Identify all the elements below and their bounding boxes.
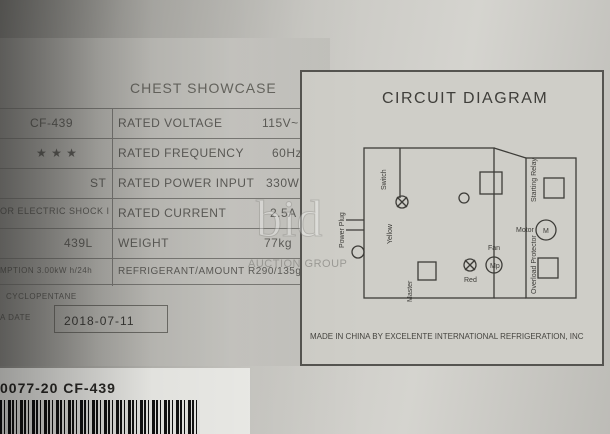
red-lamp-icon xyxy=(463,258,477,272)
spec-row: CYCLOPENTANE xyxy=(0,284,300,313)
made-in-text: MADE IN CHINA BY EXCELENTE INTERNATIONAL… xyxy=(310,332,584,341)
label-yellow: Yellow xyxy=(387,223,394,244)
spec-label: REFRIGERANT/AMOUNT xyxy=(118,266,245,277)
label-overload-protector: Overload Protector xyxy=(531,235,538,294)
relay-icon xyxy=(479,171,503,195)
date-box xyxy=(54,305,168,333)
overload-protector-icon xyxy=(537,257,559,279)
label-fan: Fan xyxy=(488,245,500,252)
spec-row: OR ELECTRIC SHOCK I RATED CURRENT 2.5A xyxy=(0,198,300,227)
spec-value: 60Hz xyxy=(272,146,303,160)
label-motor: Motor xyxy=(516,227,535,234)
compressor-loop xyxy=(525,157,577,299)
spec-row: CF-439 RATED VOLTAGE 115V~ xyxy=(0,108,300,137)
spec-left: 439L xyxy=(64,236,93,250)
nameplate-panel xyxy=(0,38,330,366)
spec-row: A DATE xyxy=(0,306,300,334)
label-switch: Switch xyxy=(381,169,388,190)
spec-row: ★ ★ ★ RATED FREQUENCY 60Hz xyxy=(0,138,303,167)
label-m: M xyxy=(543,228,549,235)
spec-row: ST RATED POWER INPUT 330W xyxy=(0,168,300,197)
spec-label: WEIGHT xyxy=(118,236,169,250)
fan-motor-icon xyxy=(485,256,503,274)
ground-icon xyxy=(351,245,365,259)
spec-row: 439L WEIGHT 77kg xyxy=(0,228,300,257)
spec-left: ★ ★ ★ xyxy=(36,146,78,160)
spec-label: RATED POWER INPUT xyxy=(118,176,255,190)
watermark-text: AUCTION GROUP xyxy=(248,258,348,270)
manufacture-date: 2018-07-11 xyxy=(64,314,135,328)
spec-value: 330W xyxy=(266,176,300,190)
watermark-logo: bid xyxy=(256,191,323,249)
label-red: Red xyxy=(464,277,477,284)
label-master: Master xyxy=(407,280,414,302)
spec-left: MPTION 3.00kW h/24h xyxy=(0,266,93,275)
spec-row: MPTION 3.00kW h/24h REFRIGERANT/AMOUNT R… xyxy=(0,258,302,287)
date-label: A DATE xyxy=(0,313,31,322)
lamp-icon xyxy=(395,195,409,209)
spec-label: RATED FREQUENCY xyxy=(118,146,244,160)
spec-label: RATED CURRENT xyxy=(118,206,227,220)
label-starting-relay: Starting Relay xyxy=(531,158,538,202)
column-divider xyxy=(112,108,113,286)
spec-value: 77kg xyxy=(264,236,293,250)
circuit-diagram-panel: CIRCUIT DIAGRAM MADE IN CHINA BY EXCELEN… xyxy=(300,70,604,366)
master-switch-icon xyxy=(417,261,437,281)
spec-left: ST xyxy=(90,176,107,190)
circuit-schematic: Power Plug Switch Yellow Master Red Fan … xyxy=(339,147,577,302)
spec-left: CF-439 xyxy=(30,116,74,130)
spec-value: 2.5A xyxy=(270,206,297,220)
serial-number: 0077-20 CF-439 xyxy=(0,380,116,396)
circuit-left-loop xyxy=(363,147,495,299)
nameplate-header: CHEST SHOWCASE xyxy=(130,80,277,96)
label-mp: Mp xyxy=(490,263,500,270)
spec-left: OR ELECTRIC SHOCK I xyxy=(0,206,110,216)
spec-value: 115V~ xyxy=(262,116,299,130)
motor-icon xyxy=(535,219,557,241)
blowing-agent: CYCLOPENTANE xyxy=(6,292,77,301)
label-power-plug: Power Plug xyxy=(339,212,346,248)
spec-label: RATED VOLTAGE xyxy=(118,116,223,130)
diagram-title: CIRCUIT DIAGRAM xyxy=(382,90,549,107)
spec-value: R290/135g xyxy=(248,266,302,277)
svg-text:bid: bid xyxy=(256,191,322,248)
barcode xyxy=(0,400,200,434)
starting-relay-icon xyxy=(543,177,565,199)
